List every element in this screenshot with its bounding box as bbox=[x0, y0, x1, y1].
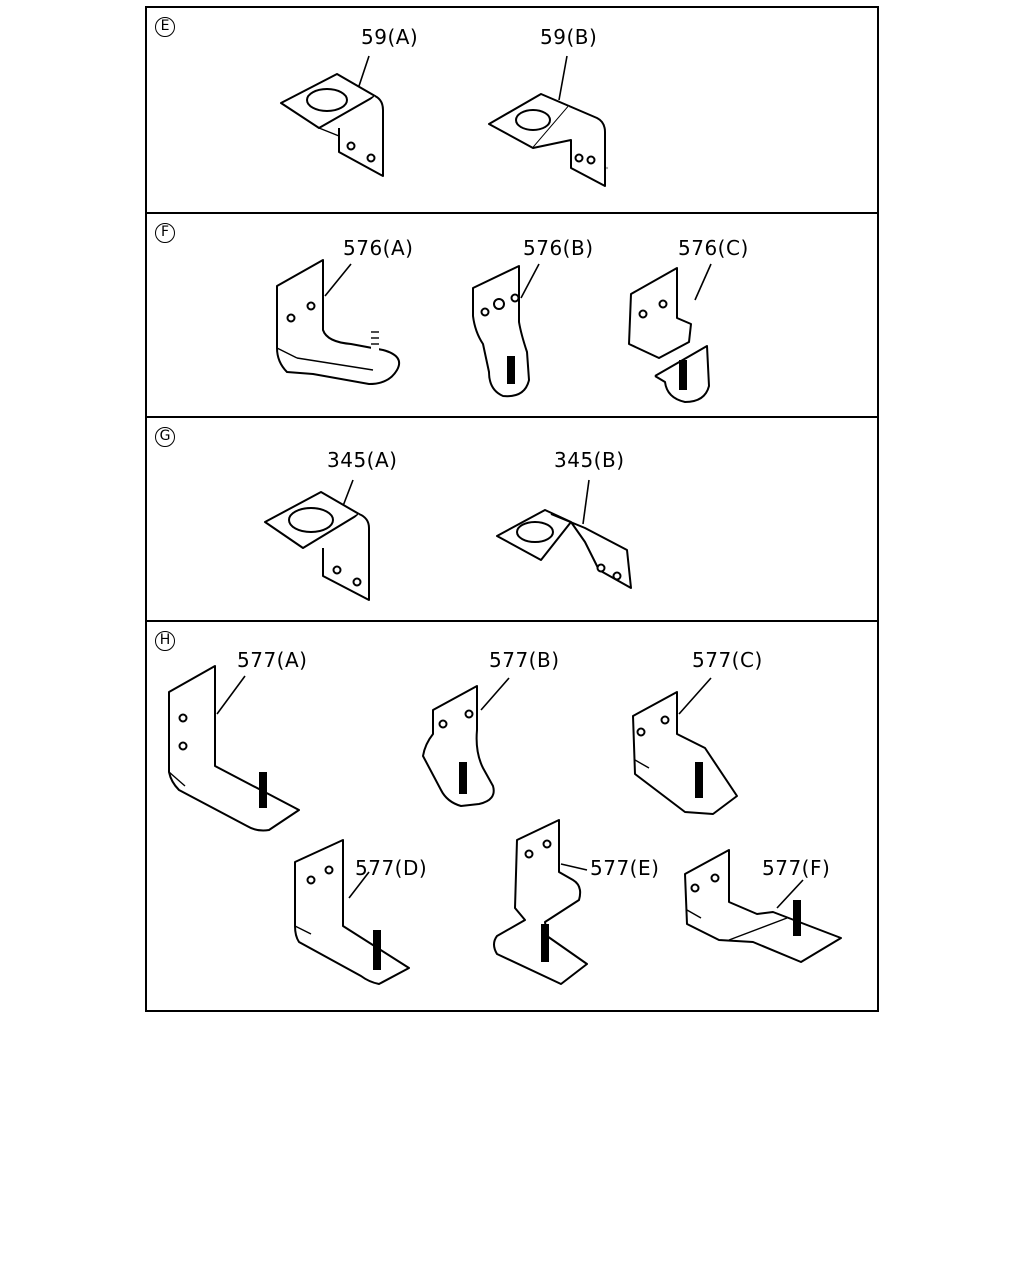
diagram-frame: E 59(A) 59(B) F 576(A) 576(B) 576(C) bbox=[145, 6, 879, 1012]
part-label-576b: 576(B) bbox=[523, 236, 594, 260]
part-label-577e: 577(E) bbox=[590, 856, 660, 880]
bracket-345b-drawing bbox=[496, 479, 632, 589]
part-label-345b: 345(B) bbox=[554, 448, 625, 472]
bracket-59a-drawing bbox=[280, 55, 384, 177]
part-label-577a: 577(A) bbox=[237, 648, 308, 672]
part-label-577f: 577(F) bbox=[762, 856, 831, 880]
section-letter-f: F bbox=[155, 223, 175, 243]
section-g: G 345(A) 345(B) bbox=[147, 418, 877, 622]
part-label-59b: 59(B) bbox=[540, 25, 598, 49]
part-label-576c: 576(C) bbox=[678, 236, 749, 260]
part-label-345a: 345(A) bbox=[327, 448, 398, 472]
part-label-576a: 576(A) bbox=[343, 236, 414, 260]
section-letter-e: E bbox=[155, 17, 175, 37]
bracket-577e-drawing bbox=[493, 819, 588, 985]
bracket-577c-drawing bbox=[632, 677, 738, 815]
bracket-576c-drawing bbox=[628, 263, 712, 403]
bracket-577a-drawing bbox=[168, 665, 300, 832]
bracket-577d-drawing bbox=[294, 839, 410, 985]
bracket-345a-drawing bbox=[264, 479, 370, 601]
part-label-577d: 577(D) bbox=[355, 856, 428, 880]
bracket-59b-drawing bbox=[488, 55, 609, 187]
bracket-576a-drawing bbox=[276, 259, 401, 385]
bracket-577f-drawing bbox=[684, 849, 842, 963]
bracket-577b-drawing bbox=[422, 677, 510, 807]
part-label-577b: 577(B) bbox=[489, 648, 560, 672]
section-letter-g: G bbox=[155, 427, 175, 447]
part-label-577c: 577(C) bbox=[692, 648, 763, 672]
section-e: E 59(A) 59(B) bbox=[147, 8, 877, 214]
section-h: H 577(A) 577(B) 577(C) 577(D) 577(E) 577… bbox=[147, 622, 877, 1012]
part-label-59a: 59(A) bbox=[361, 25, 419, 49]
section-f: F 576(A) 576(B) 576(C) bbox=[147, 214, 877, 418]
section-letter-h: H bbox=[155, 631, 175, 651]
bracket-576b-drawing bbox=[472, 263, 540, 398]
